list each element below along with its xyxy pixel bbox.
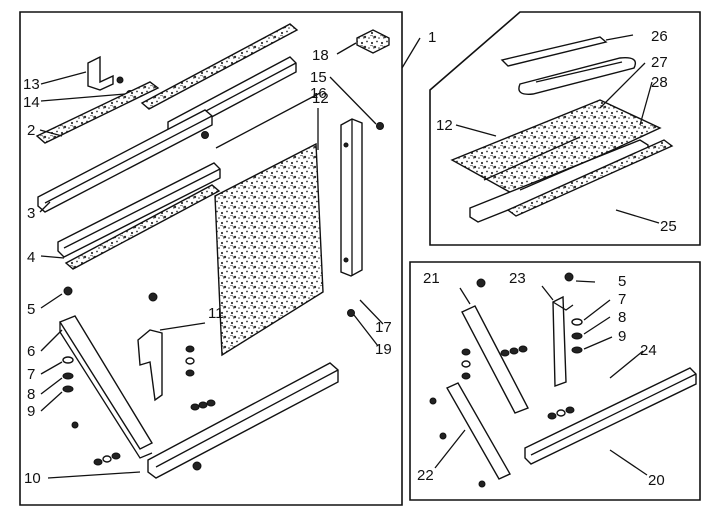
top-rail-upper: [140, 23, 299, 110]
callout-1: 1: [428, 29, 436, 46]
bolt-5-left: [63, 286, 73, 296]
bracket-21: [461, 305, 529, 414]
support-arm-22: [446, 382, 511, 480]
callout-11: 11: [208, 305, 224, 322]
callout-28: 28: [651, 74, 668, 91]
hardware-21: [461, 345, 528, 380]
callout-21: 21: [423, 270, 440, 287]
callout-23: 23: [509, 270, 526, 287]
block-18: [356, 29, 390, 54]
hardware-10: [93, 452, 121, 466]
callout-6: 6: [27, 343, 35, 360]
hardware-11: [185, 345, 216, 411]
callout-18: 18: [312, 47, 329, 64]
callout-b9: 9: [618, 328, 626, 345]
callout-5: 5: [27, 301, 35, 318]
bracket-kit-frame: [409, 261, 701, 501]
callout-k12: 12: [436, 117, 453, 134]
hardware-24: [547, 406, 575, 420]
foam-strip-2: [35, 81, 160, 144]
callout-27: 27: [651, 54, 668, 71]
support-arm-6: [58, 315, 153, 450]
callout-15: 15: [310, 69, 327, 86]
callout-16: 16: [310, 85, 327, 102]
seal-loop-26: [518, 57, 637, 95]
callout-7: 7: [27, 366, 35, 383]
callout-4: 4: [27, 249, 35, 266]
foam-strip-4: [64, 184, 221, 270]
bracket-11: [137, 329, 163, 402]
callout-b8: 8: [618, 309, 626, 326]
corner-bracket-13: [87, 55, 124, 91]
screw-19: [347, 309, 355, 317]
panel-12: [214, 142, 324, 357]
callout-12: 12: [312, 90, 329, 107]
seal-strip-26-upper: [500, 36, 608, 67]
callout-13: 13: [23, 76, 40, 93]
callout-22: 22: [417, 467, 434, 484]
callout-17: 17: [375, 319, 392, 336]
callout-3: 3: [27, 205, 35, 222]
main-kit-frame: [19, 11, 403, 506]
washer-stack-left: [62, 356, 74, 393]
callout-b5: 5: [618, 273, 626, 290]
callout-26: 26: [651, 28, 668, 45]
accordion-kit-frame: [429, 11, 701, 246]
accordion-backer-25: [506, 139, 674, 217]
callout-2: 2: [27, 122, 35, 139]
callout-8: 8: [27, 386, 35, 403]
callout-25: 25: [660, 218, 677, 235]
bracket-23: [552, 295, 567, 387]
callout-b7: 7: [618, 291, 626, 308]
callout-20: 20: [648, 472, 665, 489]
callout-19: 19: [375, 341, 392, 358]
screw-15: [376, 122, 384, 130]
callout-9: 9: [27, 403, 35, 420]
callout-24: 24: [640, 342, 657, 359]
washer-stack-right: [571, 318, 583, 354]
callout-14: 14: [23, 94, 40, 111]
callout-10: 10: [24, 470, 41, 487]
